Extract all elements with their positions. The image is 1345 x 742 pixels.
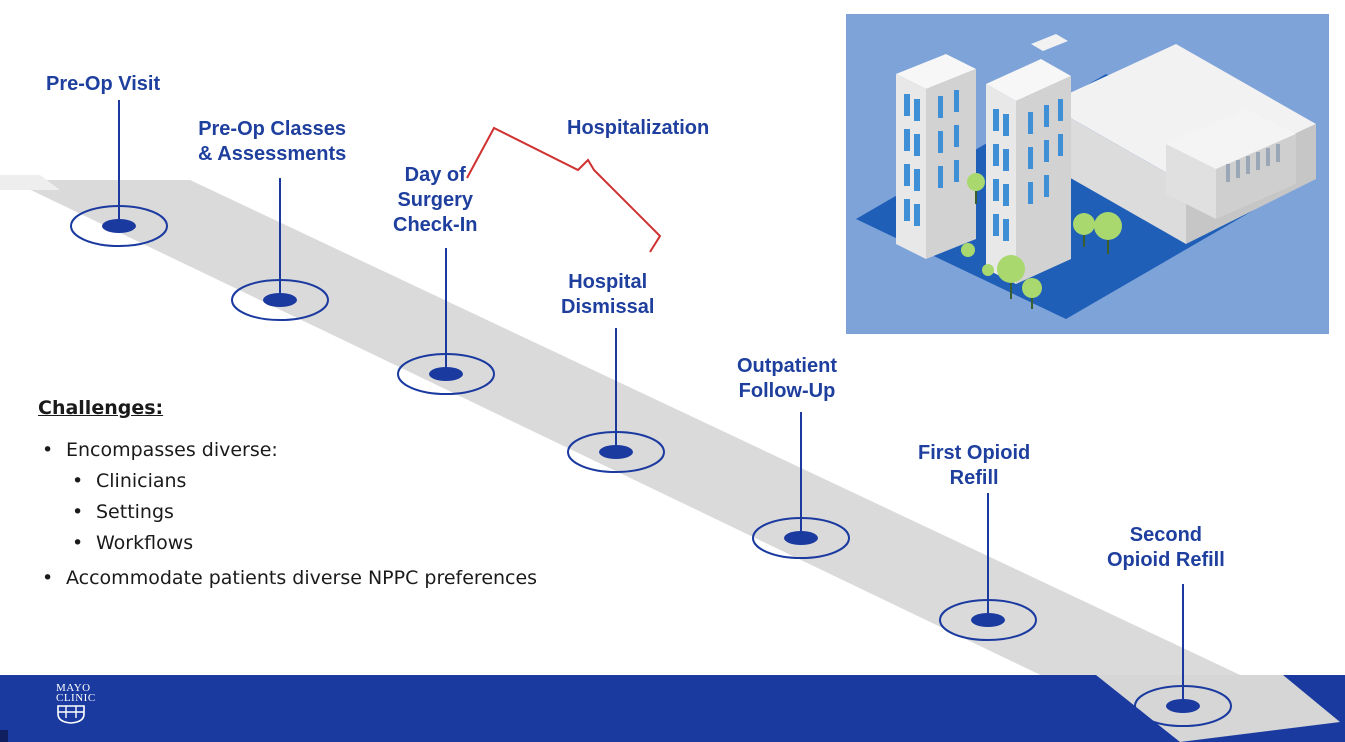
challenge-item: Encompasses diverse: [38,435,698,466]
hospital-illustration [846,14,1329,334]
marker-dot [263,293,297,307]
challenge-text: Encompasses diverse: [66,439,278,461]
marker-ring [231,279,329,321]
challenge-text: Accommodate patients diverse NPPC prefer… [66,567,538,589]
milestone-label: Follow-Up [738,380,836,402]
milestone-marker-day-of-surgery [397,248,495,395]
marker-ring [397,353,495,395]
bracket-label: Hospitalization [567,117,710,139]
milestone-second-opioid-refill: Second Opioid Refill [1107,523,1225,573]
tower-center-front [986,84,1016,284]
marker-ring [70,205,168,247]
milestone-label: Day of [404,164,466,186]
milestone-first-opioid-refill: First Opioid Refill [918,441,1030,491]
milestone-label: First Opioid [918,442,1031,464]
marker-dot [971,613,1005,627]
challenges-heading: Challenges: [38,397,164,419]
block-right-front [1166,144,1216,219]
challenge-sub-list: Clinicians Settings Workflows [68,466,698,559]
mayo-clinic-logo: MAYO CLINIC [56,683,126,737]
footer-bar [0,675,1345,742]
logo-line-mayo: MAYO [56,682,91,694]
footer-left-tick [0,730,8,742]
tower-left-side [926,69,976,259]
tower-left-windows [904,90,959,226]
marker-dot [429,367,463,381]
challenges-section: Challenges: Encompasses diverse: Clinici… [38,397,698,594]
milestone-label: Second [1129,524,1203,546]
milestone-pre-op-classes: Pre-Op Classes & Assessments [198,117,346,167]
milestone-label: Check-In [393,214,478,236]
block-right-windows [1226,144,1280,182]
trees [961,173,1122,309]
marker-dot [102,219,136,233]
marker-ring [752,517,850,559]
milestone-marker-pre-op-visit [70,100,168,247]
milestone-label: & Assessments [198,143,347,165]
tower-center-cap [1031,34,1068,51]
milestone-outpatient-follow-up: Outpatient Follow-Up [737,354,837,404]
block-right-roof [1166,109,1296,169]
tower-center-windows [993,99,1063,241]
challenges-list: Encompasses diverse: [38,435,698,466]
road-fade-left [0,175,60,190]
tower-left-front [896,74,926,259]
milestone-marker-outpatient-follow-up [752,412,850,559]
milestone-label: Opioid Refill [1107,549,1225,571]
milestone-label: Surgery [397,189,474,211]
milestone-hospital-dismissal: Hospital Dismissal [561,270,654,320]
milestone-label: Hospital [568,271,648,293]
marker-dot [784,531,818,545]
challenges-list-2: Accommodate patients diverse NPPC prefer… [38,563,698,594]
milestone-label: Pre-Op Classes [198,118,347,140]
tower-left-roof [896,54,976,89]
marker-ring [939,599,1037,641]
shield-icon [57,705,85,724]
challenge-sub-item: Settings [68,497,698,528]
milestone-day-of-surgery: Day of Surgery Check-In [393,163,477,238]
milestone-label: Dismissal [561,296,655,318]
logo-line-clinic: CLINIC [56,692,96,704]
challenge-item: Accommodate patients diverse NPPC prefer… [38,563,698,594]
building-back-front [1046,104,1186,244]
milestone-label: Outpatient [737,355,837,377]
challenge-sub-item: Workflows [68,528,698,559]
milestone-marker-first-opioid-refill [939,493,1037,641]
tower-center-roof [986,59,1071,101]
challenge-sub-item: Clinicians [68,466,698,497]
milestone-pre-op-visit: Pre-Op Visit [46,72,160,97]
milestone-label: Pre-Op Visit [46,73,161,95]
milestone-marker-pre-op-classes [231,178,329,321]
hospitalization-label: Hospitalization [567,116,709,141]
milestone-label: Refill [949,467,999,489]
hospitalization-bracket [466,126,662,253]
